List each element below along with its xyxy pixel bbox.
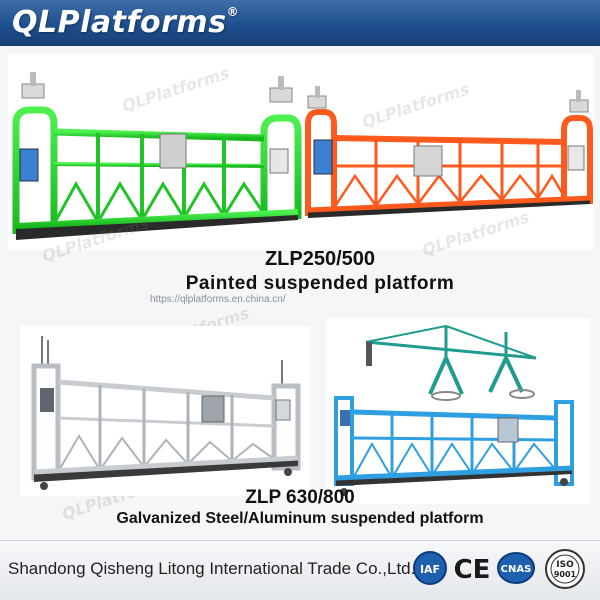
orange-platform-photo [302,54,594,250]
green-platform-photo [8,54,302,250]
iso-9001-cert-icon: ISO 9001 [544,548,586,595]
iaf-label: IAF [420,563,440,576]
iso-label: ISO [556,560,574,570]
bottom-description-label: Galvanized Steel/Aluminum suspended plat… [116,510,484,527]
orange-platform-illustration [305,86,593,218]
green-platform-illustration [12,72,302,240]
bottom-model-label: ZLP 630/800 [245,487,355,508]
cnas-cert-icon: CNAS [496,550,536,591]
blue-platform-photo [326,318,590,504]
cnas-label: CNAS [501,564,532,575]
registered-mark: ® [226,5,240,19]
ce-label: CE [454,555,491,585]
silver-platform-photo [20,326,310,496]
brand-header: QLPlatforms® [0,0,600,46]
top-description-label: Painted suspended platform [185,273,455,294]
iaf-cert-icon: IAF [412,550,448,591]
silver-platform-illustration [31,336,301,490]
blue-platform-illustration [334,325,574,496]
iso-number: 9001 [554,570,577,579]
top-model-label: ZLP250/500 [264,248,376,270]
brand-logo: QLPlatforms® [12,5,239,40]
ce-mark-icon: CE [452,551,492,590]
brand-name: QLPlatforms [12,5,227,40]
company-name: Shandong Qisheng Litong International Tr… [8,559,416,578]
source-url: https://qlplatforms.en.china.cn/ [150,294,286,305]
